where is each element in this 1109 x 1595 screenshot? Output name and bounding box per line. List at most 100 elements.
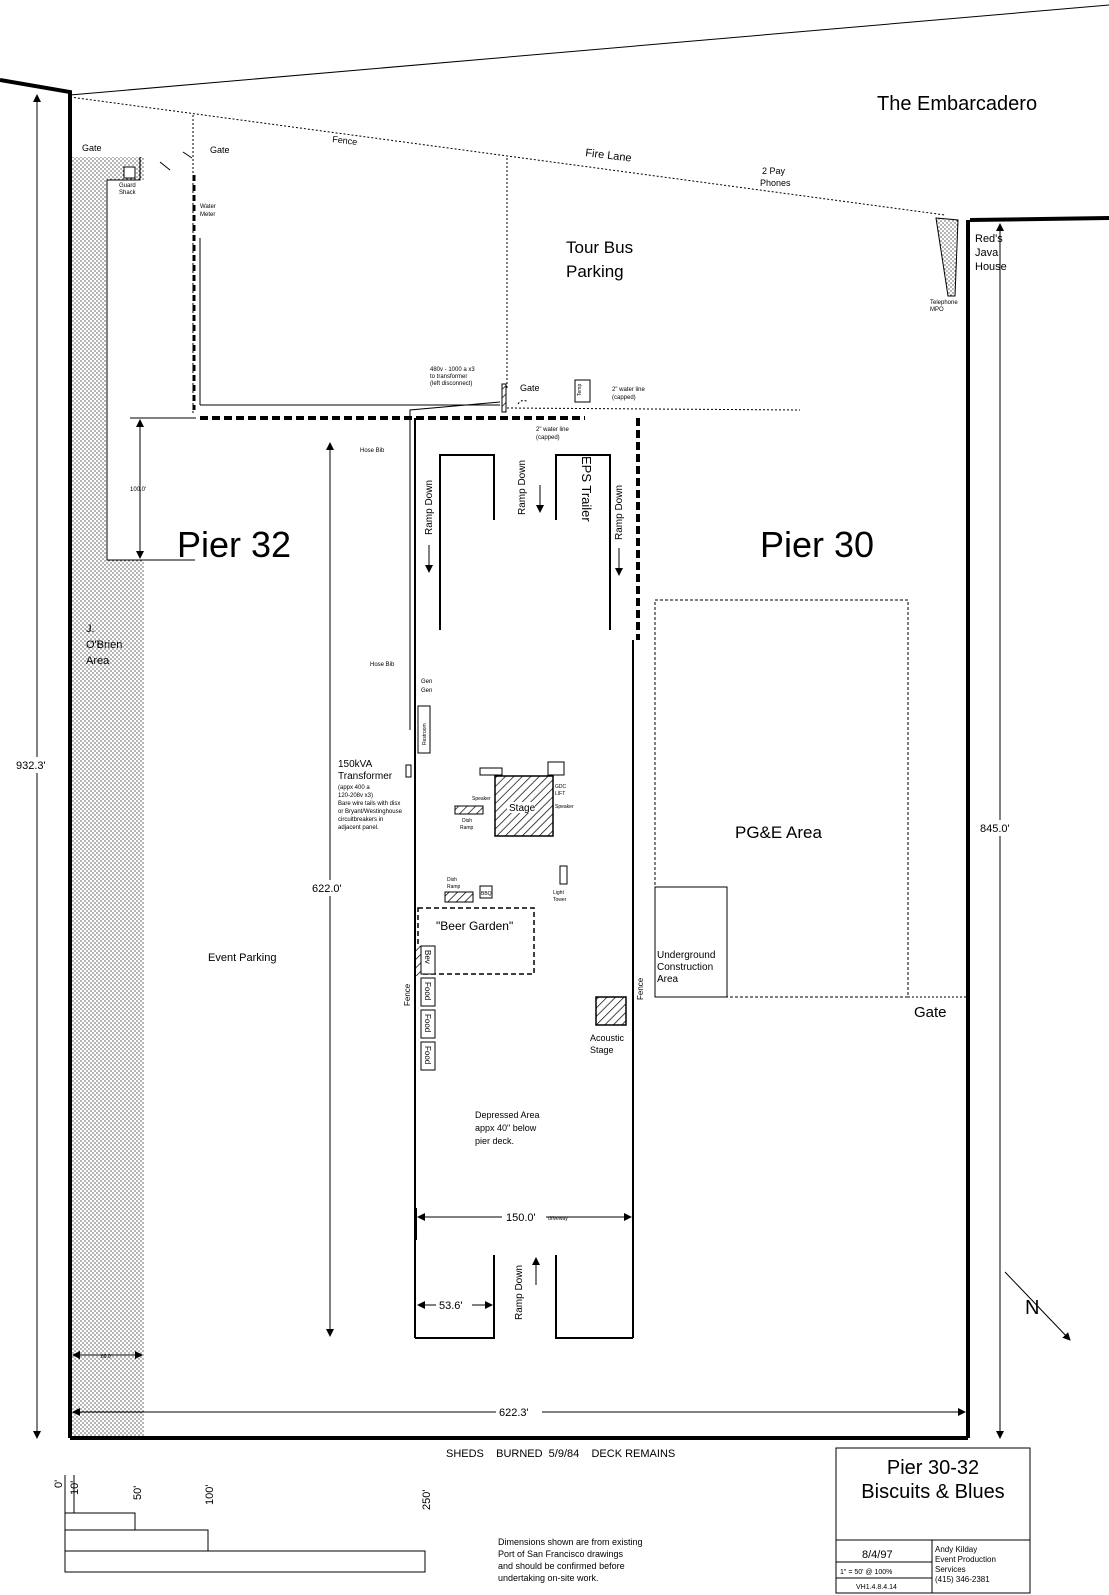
- gate-swing-2: [182, 151, 193, 159]
- power-label-2: to transformer: [430, 374, 467, 380]
- dim-932-label: 932.3': [16, 760, 46, 772]
- dish-ramp-2: [444, 891, 474, 903]
- dish-ramp-label-2: Ramp: [460, 825, 474, 831]
- gate-swing-mid: [517, 399, 529, 405]
- reds-label-3: House: [975, 261, 1007, 273]
- food-label-2: Food: [423, 1014, 432, 1032]
- gdc-label-1: GDC: [555, 784, 567, 790]
- stage-top-left: [479, 767, 503, 776]
- dish-ramp-label-1: Dish: [462, 818, 472, 824]
- dim-150-label: 150.0': [506, 1212, 536, 1224]
- dim-53-label: 53.6': [439, 1300, 463, 1312]
- eps-trailer-label: EPS Trailer: [579, 456, 594, 522]
- title-line-2: Biscuits & Blues: [861, 1481, 1004, 1503]
- obrien-notch-top: [107, 157, 141, 181]
- power-disconnect: [501, 383, 507, 413]
- street-edge: [0, 78, 72, 97]
- reds-label-1: Red's: [975, 233, 1003, 245]
- gate-swing-1: [159, 161, 171, 171]
- temp-label: Temp: [577, 384, 583, 396]
- dim-622-3-bg: [496, 1404, 542, 1420]
- north-label: N: [1025, 1297, 1039, 1319]
- title-author-1: Andy Kilday: [935, 1545, 977, 1554]
- ramp-down-label-1: Ramp Down: [424, 480, 435, 535]
- gate-left-label: Gate: [82, 143, 102, 153]
- hose-bib-label-2: Hose Bib: [370, 662, 395, 668]
- food-box-2: [420, 1009, 436, 1039]
- fence-line-mid: [506, 407, 801, 411]
- depressed-label-1: Depressed Area: [475, 1110, 540, 1120]
- title-block: [835, 1447, 1031, 1594]
- disclaimer-1: Dimensions shown are from existing: [498, 1537, 643, 1547]
- ramp-top-right: [555, 454, 611, 630]
- transformer-label-3: (appx 400 a: [338, 785, 370, 791]
- dim-100-label: 100.0': [130, 487, 146, 493]
- title-author-4: (415) 346-2381: [935, 1575, 990, 1584]
- underground-area: [654, 886, 728, 998]
- disclaimer-4: undertaking on-site work.: [498, 1573, 599, 1583]
- bbq-box: [479, 885, 493, 899]
- fence-left-label: Fence: [403, 983, 412, 1006]
- title-author-2: Event Production: [935, 1555, 996, 1564]
- feeder-line: [409, 401, 501, 730]
- underground-label-2: Construction: [657, 962, 713, 973]
- acoustic-label-1: Acoustic: [590, 1033, 625, 1043]
- underground-label-3: Area: [657, 974, 679, 985]
- event-parking-label: Event Parking: [208, 952, 276, 964]
- beer-garden-hatch: [416, 946, 421, 976]
- power-label-3: (left disconnect): [430, 381, 472, 387]
- scale-50-label: 50': [132, 1486, 144, 1500]
- obrien-label-1: J.: [86, 623, 95, 635]
- power-label-1: 480v - 1000 a x3: [430, 367, 475, 373]
- light-tower-label-2: Tower: [553, 897, 567, 903]
- gen-label-1: Gen: [421, 679, 432, 685]
- reds-java-house: [935, 217, 959, 297]
- gen-label-2: Gen: [421, 688, 432, 694]
- obrien-label-2: O'Brien: [86, 639, 122, 651]
- stage-top-right: [547, 761, 565, 776]
- water-line-label-3: 2" water line: [536, 427, 569, 433]
- pay-phones-label-2: Phones: [760, 178, 791, 188]
- dish-ramp-1: [454, 805, 484, 815]
- title-scale: 1" = 50' @ 100%: [840, 1569, 892, 1576]
- beer-garden-label: "Beer Garden": [436, 919, 513, 933]
- pier30-label: Pier 30: [760, 524, 874, 565]
- reds-label-2: Java: [975, 247, 999, 259]
- street-line: [69, 4, 1109, 96]
- dim-622-3-label: 622.3': [499, 1407, 529, 1419]
- obrien-label-3: Area: [86, 655, 110, 667]
- scale-100-label: 100': [204, 1485, 216, 1505]
- gdc-label-2: LIFT: [555, 791, 565, 797]
- scale-bar-outline: [64, 1475, 426, 1573]
- gate-mid-label: Gate: [520, 383, 540, 393]
- gate-right-label: Gate: [914, 1004, 947, 1021]
- acoustic-stage: [595, 996, 627, 1026]
- title-date: 8/4/97: [862, 1549, 893, 1561]
- food-label-3: Food: [423, 1046, 432, 1064]
- obrien-notch-outline: [106, 180, 195, 561]
- disclaimer-2: Port of San Francisco drawings: [498, 1549, 624, 1559]
- obrien-notch: [107, 180, 145, 560]
- ramp-down-label-4: Ramp Down: [514, 1265, 525, 1320]
- food-box-1: [420, 977, 436, 1007]
- transformer-label-5: Bare wire tails with disx: [338, 801, 400, 807]
- pay-phones-label-1: 2 Pay: [762, 166, 786, 176]
- telephone-label-2: MPO: [930, 307, 944, 313]
- ramp-bottom-left: [415, 1255, 495, 1339]
- restroom-label: Restroom: [422, 723, 428, 745]
- transformer-label-1: 150kVA: [338, 759, 373, 770]
- dish-ramp-label-3: Dish: [447, 877, 457, 883]
- tour-bus-label-1: Tour Bus: [566, 238, 633, 257]
- guard-shack-label-2: Shack: [119, 190, 137, 196]
- bev-label: Bev: [423, 950, 432, 964]
- dim-622-label: 622.0': [312, 883, 342, 895]
- temp-box: [574, 379, 591, 403]
- food-box-3: [420, 1041, 436, 1071]
- dim-150-bg: [502, 1208, 546, 1224]
- title-version: VH1.4.8.4.14: [856, 1584, 897, 1591]
- stage-label: Stage: [509, 803, 536, 814]
- dim-845-label: 845.0': [980, 823, 1010, 835]
- street-edge-right: [969, 216, 1109, 222]
- bev-box: [420, 945, 436, 975]
